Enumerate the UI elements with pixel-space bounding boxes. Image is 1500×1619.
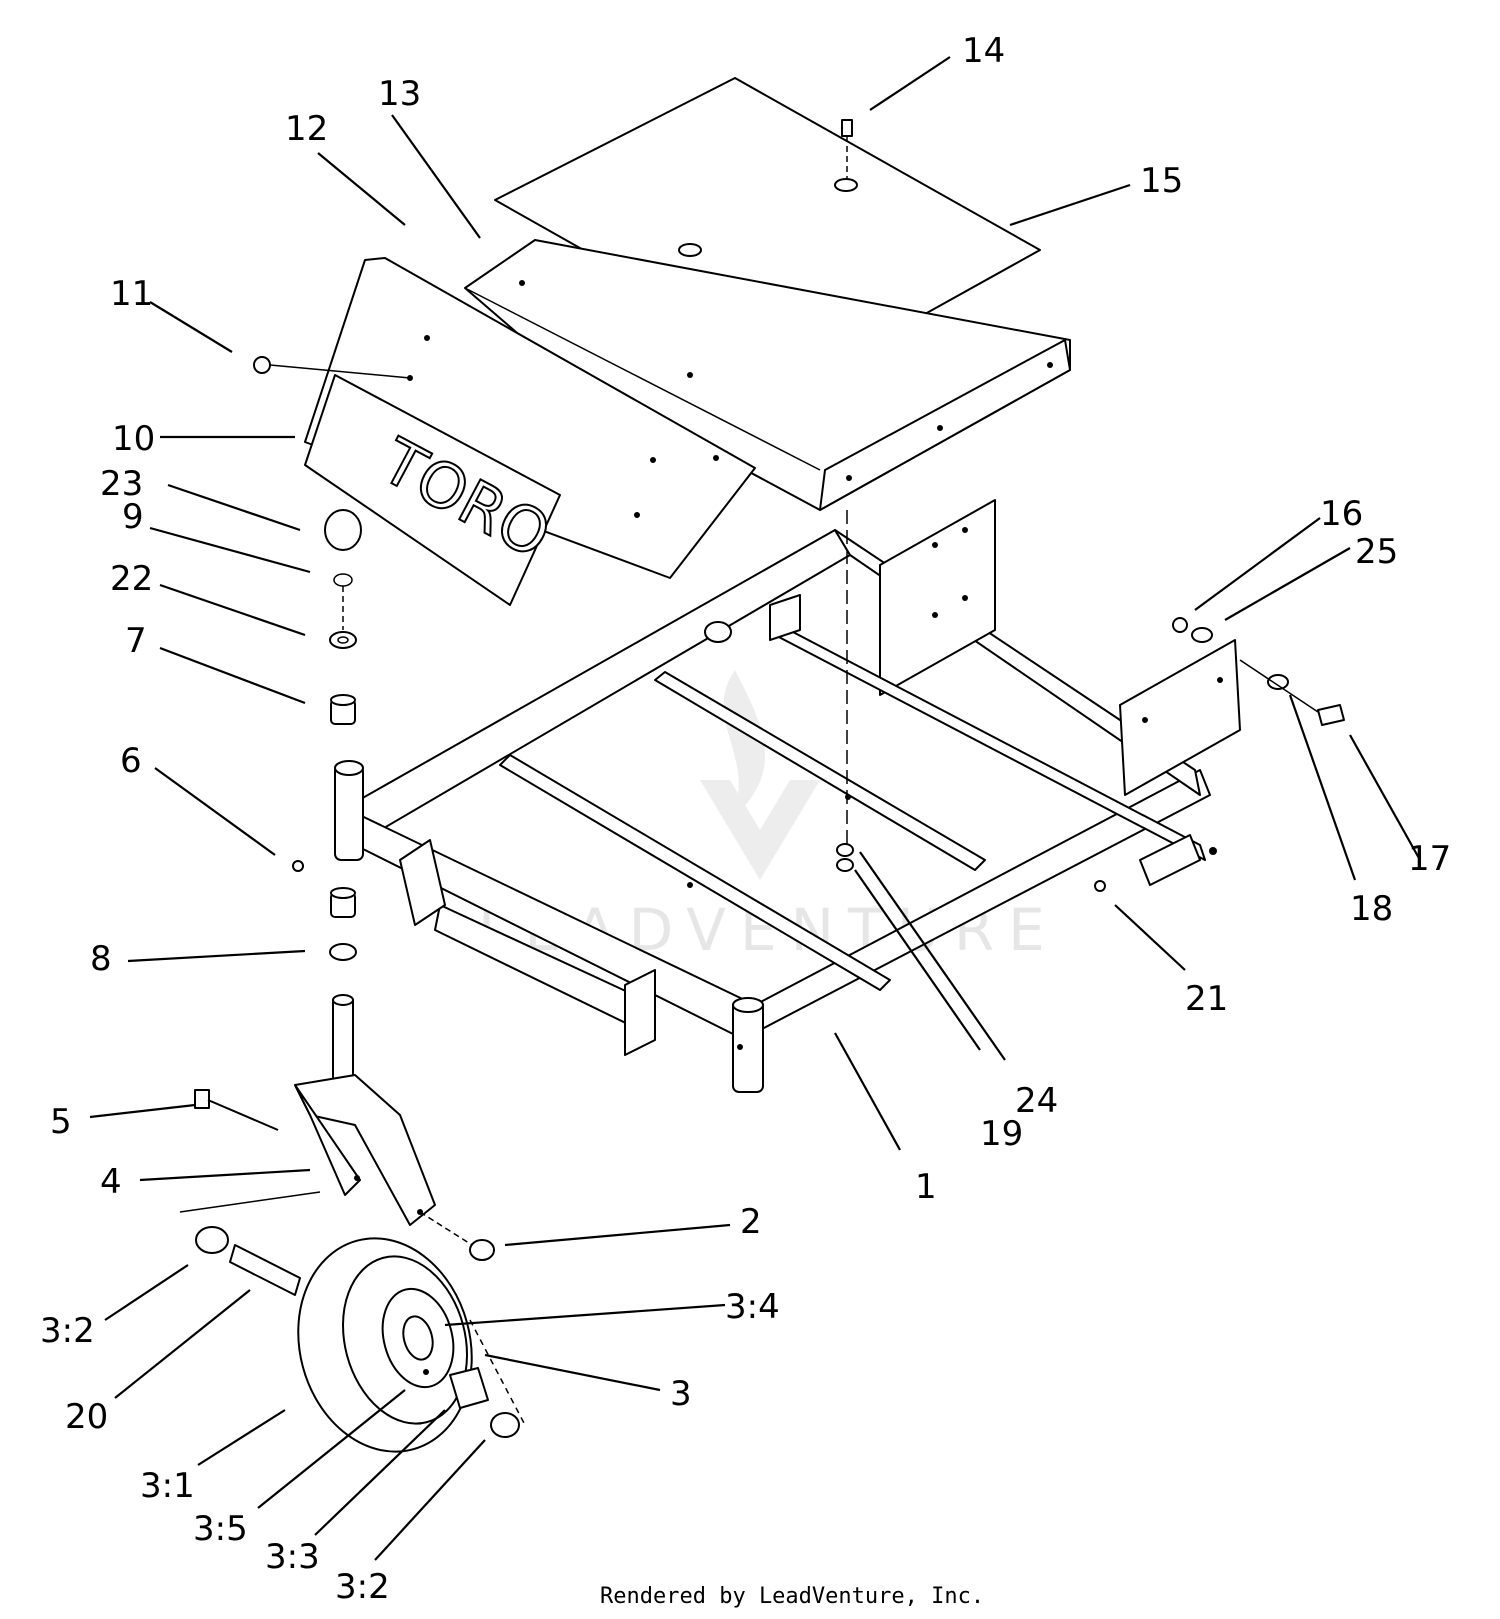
hood-assembly: TORO [304, 77, 1071, 606]
callout-22: 22 [110, 559, 153, 599]
hardware [253, 119, 1345, 961]
callout-17: 17 [1408, 839, 1451, 879]
callout-7: 7 [125, 621, 147, 661]
footer-credit: Rendered by LeadVenture, Inc. [600, 1584, 984, 1609]
callout-21: 21 [1185, 979, 1228, 1019]
callout-10: 10 [112, 419, 155, 459]
callout-3-3: 3:3 [265, 1537, 320, 1577]
callouts: 1 2 3 3:1 3:2 3:2 3:3 3:4 3:5 4 5 6 7 8 … [40, 31, 1451, 1607]
callout-20: 20 [65, 1397, 108, 1437]
callout-14: 14 [962, 31, 1005, 71]
callout-3-2-bottom: 3:2 [335, 1567, 390, 1607]
callout-2: 2 [740, 1202, 762, 1242]
callout-9: 9 [122, 497, 144, 537]
leader-lines [89, 56, 1421, 1561]
callout-3-4: 3:4 [725, 1287, 780, 1327]
callout-3-5: 3:5 [193, 1509, 248, 1549]
callout-5: 5 [50, 1102, 72, 1142]
callout-19: 19 [980, 1114, 1023, 1154]
callout-4: 4 [100, 1162, 122, 1202]
callout-12: 12 [285, 109, 328, 149]
callout-15: 15 [1140, 161, 1183, 201]
callout-3: 3 [670, 1374, 692, 1414]
callout-23: 23 [100, 464, 143, 504]
callout-13: 13 [378, 74, 421, 114]
callout-3-1: 3:1 [140, 1466, 195, 1506]
frame [334, 499, 1241, 1093]
caster-assembly [179, 994, 526, 1453]
callout-1: 1 [915, 1167, 937, 1207]
callout-16: 16 [1320, 494, 1363, 534]
callout-25: 25 [1355, 532, 1398, 572]
callout-3-2-left: 3:2 [40, 1311, 95, 1351]
callout-8: 8 [90, 939, 112, 979]
callout-18: 18 [1350, 889, 1393, 929]
callout-11: 11 [110, 274, 153, 314]
callout-6: 6 [120, 741, 142, 781]
callout-24: 24 [1015, 1081, 1058, 1121]
